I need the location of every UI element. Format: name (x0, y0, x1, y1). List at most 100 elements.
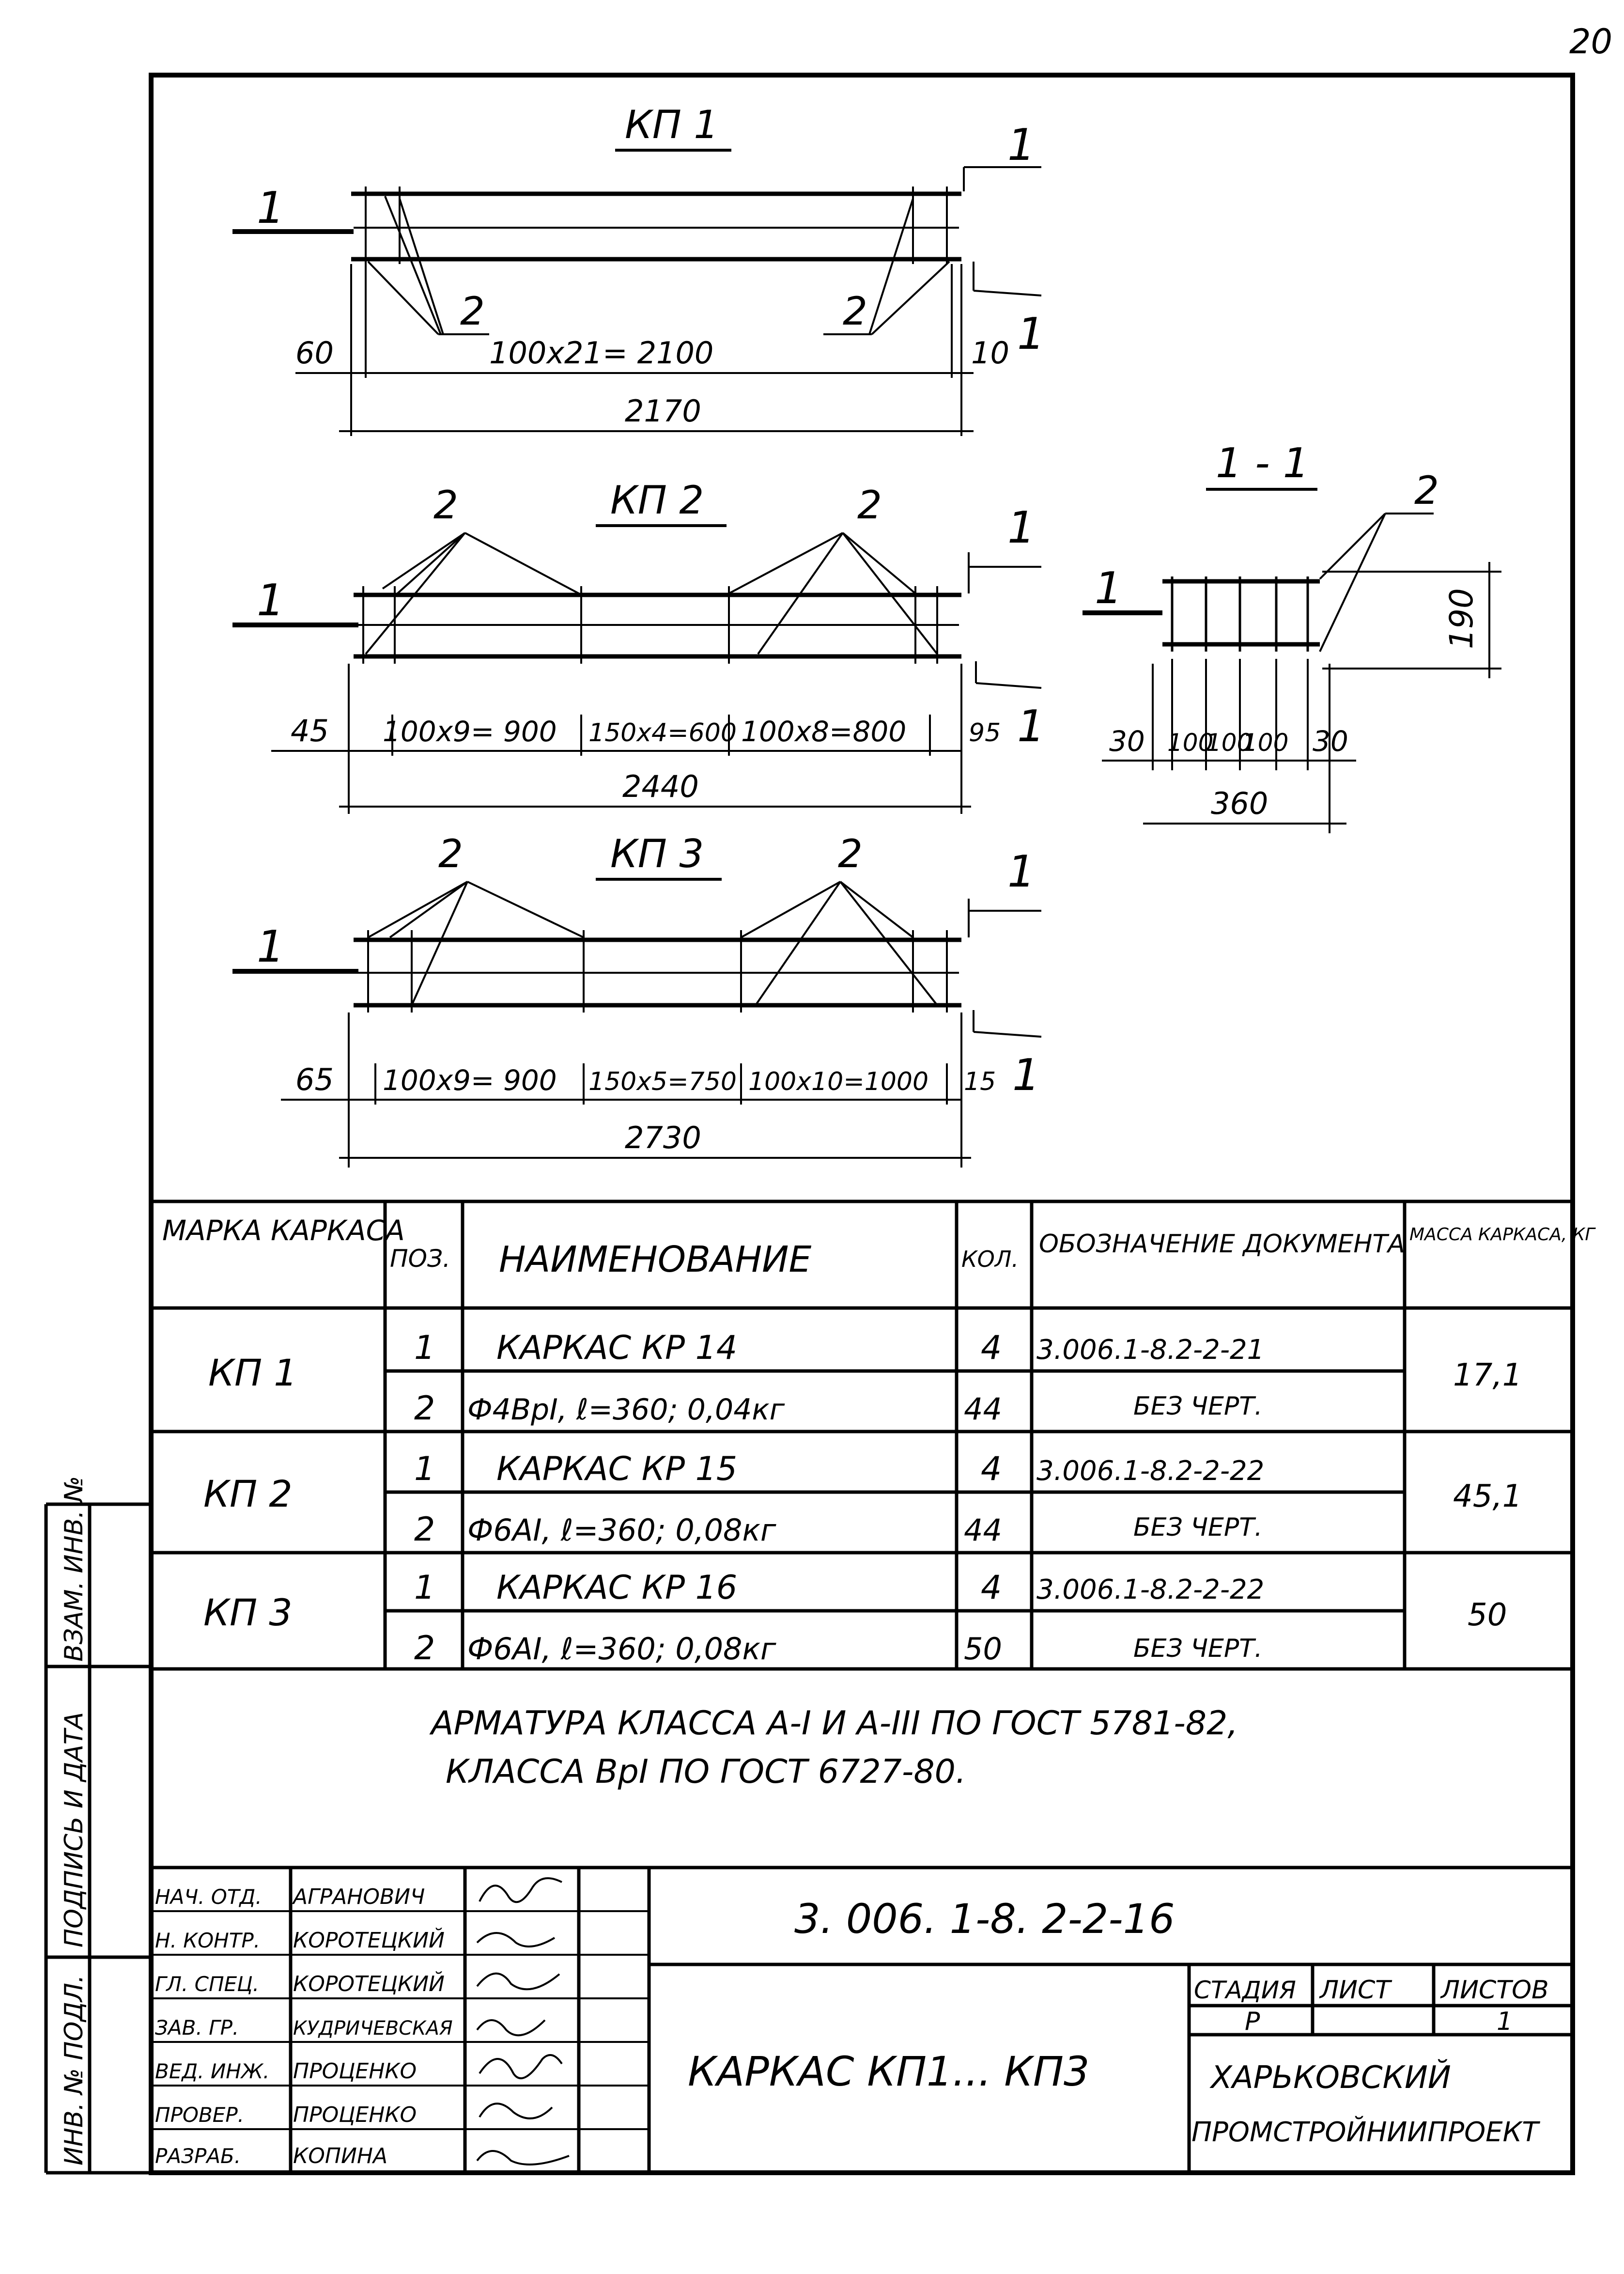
kp3-dim-seg1: 100x9= 900 (383, 1064, 557, 1097)
kp2-callout-left: 2 (433, 483, 458, 528)
row-kp2-1-name: КАРКАС КР 15 (496, 1450, 737, 1488)
stage-label: СТАДИЯ (1194, 1976, 1296, 2004)
staff-name-7: КОПИНА (293, 2144, 387, 2168)
kp1-section-mark-top: 1 (1007, 120, 1035, 171)
stage-value: Р (1245, 2007, 1260, 2036)
kp1-title: КП 1 (625, 102, 718, 147)
staff-name-2: КОРОТЕЦКИЙ (293, 1927, 445, 1953)
header-name: НАИМЕНОВАНИЕ (499, 1239, 812, 1280)
kp1-callout-left: 2 (460, 289, 485, 334)
section-title: 1 - 1 (1216, 439, 1309, 487)
section-dim-4: 100 (1242, 729, 1288, 757)
staff-name-1: АГРАНОВИЧ (292, 1885, 425, 1909)
kp2-dim-left: 45 (291, 713, 329, 748)
section-height: 190 (1443, 588, 1480, 649)
staff-role-6: ПРОВЕР. (155, 2103, 244, 2127)
kp3-section-mark-left: 1 (257, 921, 284, 972)
row-kp2-2-qty: 44 (964, 1512, 1002, 1548)
staff-name-4: КУДРИЧЕВСКАЯ (293, 2017, 453, 2040)
sheets-label: ЛИСТОВ (1440, 1976, 1549, 2005)
kp3-dim-total: 2730 (625, 1120, 701, 1155)
row-kp3-1-qty: 4 (981, 1569, 1002, 1607)
sheet-label: ЛИСТ (1319, 1976, 1392, 2005)
section-dim-total: 360 (1211, 786, 1268, 821)
kp3-section-mark-top: 1 (1007, 846, 1035, 897)
row-kp1-2-doc: БЕЗ ЧЕРТ. (1133, 1392, 1263, 1421)
header-pos: ПОЗ. (390, 1245, 450, 1273)
row-kp3-mark: КП 3 (203, 1591, 293, 1634)
staff-role-2: Н. КОНТР. (155, 1929, 260, 1952)
row-kp1-2-qty: 44 (964, 1391, 1002, 1427)
kp2-dim-seg3: 100x8=800 (741, 715, 906, 748)
kp2-section-mark-top: 1 (1007, 502, 1035, 553)
row-kp3-1-name: КАРКАС КР 16 (496, 1569, 737, 1607)
kp2-dim-right: 95 (969, 718, 1001, 748)
row-kp2-2-pos: 2 (414, 1511, 435, 1549)
side-stamp (44, 1502, 151, 2175)
row-kp2-mass: 45,1 (1453, 1479, 1522, 1514)
header-mass: МАССА КАРКАСА, КГ (1409, 1225, 1596, 1245)
row-kp2-2-doc: БЕЗ ЧЕРТ. (1133, 1513, 1263, 1542)
row-kp2-1-doc: 3.006.1-8.2-2-22 (1036, 1455, 1264, 1487)
kp3-title: КП 3 (610, 831, 704, 876)
staff-name-6: ПРОЦЕНКО (293, 2103, 417, 2127)
kp3-dim-seg3: 100x10=1000 (748, 1067, 928, 1096)
header-mark: МАРКА КАРКАСА (162, 1214, 405, 1247)
kp2-dim-seg2: 150x4=600 (588, 718, 737, 748)
row-kp3-2-pos: 2 (414, 1629, 435, 1667)
row-kp1-mark: КП 1 (208, 1351, 297, 1394)
header-qty: КОЛ. (961, 1246, 1019, 1272)
kp2-drawing: КП 2 (232, 478, 1045, 814)
side-stamp-podpis: ПОДПИСЬ И ДАТА (60, 1712, 89, 1947)
kp3-callout-right: 2 (838, 831, 863, 876)
row-kp1-mass: 17,1 (1453, 1357, 1522, 1393)
drawing-title: КАРКАС КП1... КП3 (688, 2048, 1090, 2095)
kp3-drawing: КП 3 (232, 831, 1042, 1168)
kp3-section-mark-bottom: 1 (1012, 1050, 1040, 1101)
section-1-1: 1 - 1 (1083, 439, 1501, 833)
section-callout: 2 (1414, 468, 1439, 513)
kp1-dim-total: 2170 (625, 393, 701, 429)
row-kp1-2-pos: 2 (414, 1389, 435, 1428)
section-dim-1: 30 (1109, 725, 1145, 758)
note-line-1: АРМАТУРА КЛАССА А-I И А-III ПО ГОСТ 5781… (429, 1704, 1238, 1743)
kp3-dim-right: 15 (964, 1067, 996, 1096)
row-kp3-mass: 50 (1468, 1597, 1507, 1633)
kp2-section-mark-bottom: 1 (1017, 701, 1045, 752)
kp1-dim-left: 60 (295, 335, 334, 371)
note-line-2: КЛАССА ВрI ПО ГОСТ 6727-80. (446, 1753, 966, 1791)
row-kp3-1-doc: 3.006.1-8.2-2-22 (1036, 1574, 1264, 1605)
side-stamp-vzam: ВЗАМ. ИНВ. № (60, 1476, 89, 1662)
side-stamp-inv-podl: ИНВ. № ПОДЛ. (60, 1975, 89, 2165)
kp3-dim-left: 65 (295, 1062, 334, 1097)
row-kp3-2-doc: БЕЗ ЧЕРТ. (1133, 1634, 1263, 1663)
kp1-section-mark-bottom: 1 (1017, 309, 1045, 359)
section-dim-2: 100 (1167, 729, 1213, 757)
row-kp3-2-name: Ф6АI, ℓ=360; 0,08кг (467, 1631, 776, 1667)
kp1-section-mark-left: 1 (257, 183, 284, 234)
row-kp2-mark: КП 2 (203, 1472, 293, 1515)
spec-table (151, 1199, 1573, 1671)
staff-role-1: НАЧ. ОТД. (155, 1885, 262, 1909)
row-kp1-1-qty: 4 (981, 1329, 1002, 1367)
kp1-callout-right: 2 (843, 289, 867, 334)
row-kp1-1-doc: 3.006.1-8.2-2-21 (1036, 1334, 1264, 1366)
kp2-section-mark-left: 1 (257, 575, 284, 626)
section-mark: 1 (1095, 563, 1122, 614)
kp1-drawing: КП 1 (232, 102, 1045, 436)
main-frame (149, 73, 1575, 2175)
section-dim-3: 100 (1206, 729, 1252, 757)
row-kp2-2-name: Ф6АI, ℓ=360; 0,08кг (467, 1512, 776, 1548)
doc-code: 3. 006. 1-8. 2-2-16 (794, 1895, 1175, 1943)
staff-name-3: КОРОТЕЦКИЙ (293, 1971, 445, 1996)
row-kp1-2-name: Ф4ВрI, ℓ=360; 0,04кг (467, 1393, 785, 1427)
staff-role-7: РАЗРАБ. (155, 2144, 241, 2168)
staff-role-5: ВЕД. ИНЖ. (155, 2059, 269, 2083)
row-kp1-1-name: КАРКАС КР 14 (496, 1329, 737, 1367)
title-block (151, 1866, 1573, 2173)
org-line-1: ХАРЬКОВСКИЙ (1209, 2059, 1451, 2096)
row-kp2-1-qty: 4 (981, 1450, 1002, 1488)
header-doc: ОБОЗНАЧЕНИЕ ДОКУМЕНТА (1039, 1230, 1405, 1259)
kp3-dim-seg2: 150x5=750 (588, 1067, 737, 1096)
